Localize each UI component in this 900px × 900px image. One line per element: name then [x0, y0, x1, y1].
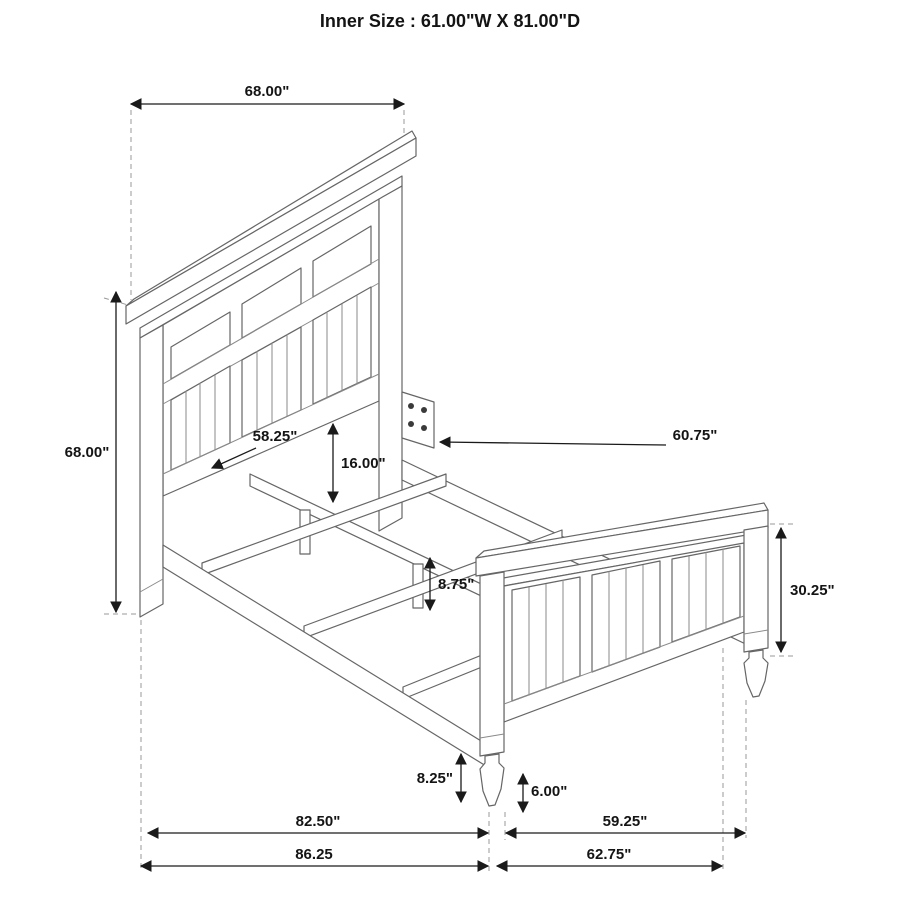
dim-foot-turning-height-label: 6.00" [531, 783, 567, 800]
footboard [475, 502, 769, 807]
dim-overall-length-label: 86.25 [295, 846, 333, 863]
footboard-slats [608, 565, 644, 666]
dim-footboard-inner-width-label: 59.25" [603, 813, 648, 830]
rail-bracket [401, 391, 435, 449]
dim-headboard-height-label: 68.00" [65, 444, 110, 461]
dimension-center-leg-height: 8.75" [424, 556, 474, 612]
footboard-right-foot [743, 649, 769, 698]
page-title: Inner Size : 61.00"W X 81.00"D [320, 11, 580, 31]
dimension-foot-turning-height: 6.00" [517, 772, 567, 814]
headboard-right-post [378, 185, 403, 532]
headboard-left-post [139, 324, 164, 618]
dimension-inner-length: 82.50" [146, 813, 490, 839]
dimension-headboard-inner-width: 58.25" [210, 428, 298, 469]
dim-headboard-inner-width-label: 58.25" [253, 428, 298, 445]
dimension-footboard-width: 62.75" [495, 846, 724, 872]
bracket-hole [408, 403, 414, 409]
dim-center-leg-height-label: 8.75" [438, 576, 474, 593]
dim-foot-height-label: 8.25" [417, 770, 453, 787]
footboard-left-foot [479, 753, 505, 807]
dimension-footboard-inner-width: 59.25" [504, 813, 747, 839]
dimension-rail-height: 16.00" [327, 422, 386, 504]
headboard-cap [125, 137, 417, 325]
dim-footboard-height-label: 30.25" [790, 582, 835, 599]
dimension-footboard-height: 30.25" [775, 526, 835, 654]
dimension-headboard-height: 68.00" [65, 290, 122, 614]
headboard-slats [326, 295, 358, 398]
headboard-slats [185, 375, 216, 463]
dim-rail-height-label: 16.00" [341, 455, 386, 472]
footboard-right-post [743, 525, 769, 653]
footboard-left-post [479, 571, 505, 757]
dimension-overall-length: 86.25 [139, 846, 490, 872]
dim-inner-length-label: 82.50" [296, 813, 341, 830]
dim-side-rail-length-label: 60.75" [673, 427, 718, 444]
dimension-side-rail-length: 60.75" [438, 427, 718, 448]
bracket-hole [408, 421, 414, 427]
headboard [125, 130, 417, 618]
headboard-slats [256, 334, 288, 430]
dimension-foot-height: 8.25" [417, 752, 467, 804]
bracket-hole [421, 425, 427, 431]
dim-footboard-width-label: 62.75" [587, 846, 632, 863]
dim-headboard-width-label: 68.00" [245, 83, 290, 100]
dimension-headboard-width: 68.00" [129, 83, 406, 110]
bracket-hole [421, 407, 427, 413]
extension-lines [103, 110, 794, 872]
footboard-slats [528, 580, 564, 695]
footboard-slats [688, 549, 724, 636]
